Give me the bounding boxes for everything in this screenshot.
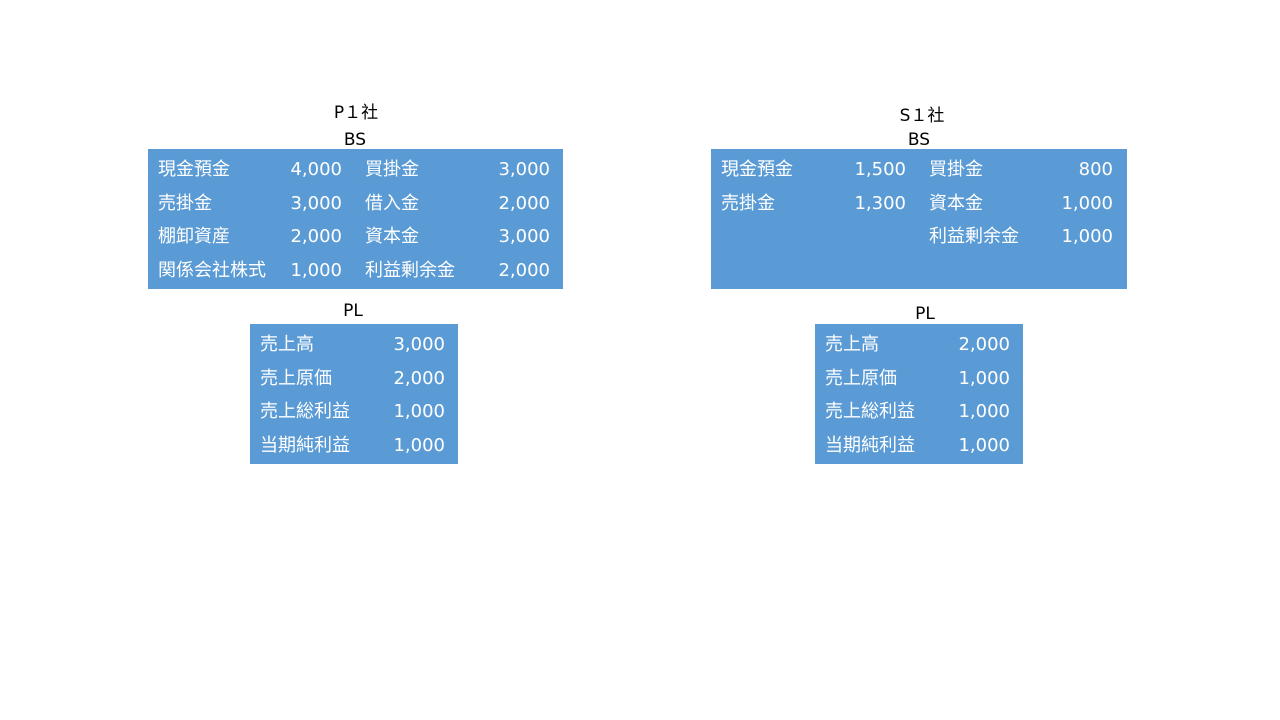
s1-company-title: S１社 bbox=[899, 106, 945, 126]
pl-row: 売上高 2,000 bbox=[815, 328, 1023, 362]
s1-bs-label: BS bbox=[907, 130, 931, 150]
pl-item-name: 売上総利益 bbox=[260, 401, 350, 422]
pl-item-name: 売上総利益 bbox=[825, 401, 915, 422]
bs-row: 関係会社株式 1,000 利益剰余金 2,000 bbox=[148, 254, 563, 288]
pl-item-name: 売上原価 bbox=[260, 368, 332, 389]
bs-credit-value: 1,000 bbox=[1061, 193, 1113, 214]
pl-item-value: 3,000 bbox=[393, 334, 445, 355]
s1-pl-label: PL bbox=[915, 304, 935, 324]
pl-item-value: 2,000 bbox=[958, 334, 1010, 355]
bs-debit-name: 売掛金 bbox=[158, 193, 212, 214]
bs-credit-name: 買掛金 bbox=[365, 159, 419, 180]
pl-item-value: 1,000 bbox=[393, 401, 445, 422]
pl-row: 売上総利益 1,000 bbox=[250, 395, 458, 429]
bs-row: 現金預金 1,500 買掛金 800 bbox=[711, 153, 1127, 187]
bs-credit-value: 1,000 bbox=[1061, 226, 1113, 247]
bs-row: 売掛金 1,300 資本金 1,000 bbox=[711, 187, 1127, 221]
pl-item-value: 1,000 bbox=[958, 435, 1010, 456]
pl-row: 売上原価 1,000 bbox=[815, 362, 1023, 396]
pl-item-value: 2,000 bbox=[393, 368, 445, 389]
bs-debit-name: 棚卸資産 bbox=[158, 226, 230, 247]
pl-item-value: 1,000 bbox=[393, 435, 445, 456]
bs-credit-name: 買掛金 bbox=[929, 159, 983, 180]
bs-debit-name: 現金預金 bbox=[158, 159, 230, 180]
bs-debit-name: 関係会社株式 bbox=[158, 260, 266, 281]
pl-item-value: 1,000 bbox=[958, 401, 1010, 422]
bs-credit-name: 利益剰余金 bbox=[365, 260, 455, 281]
bs-row: 売掛金 3,000 借入金 2,000 bbox=[148, 187, 563, 221]
pl-row: 売上原価 2,000 bbox=[250, 362, 458, 396]
bs-credit-name: 資本金 bbox=[365, 226, 419, 247]
bs-debit-name: 売掛金 bbox=[721, 193, 775, 214]
bs-credit-name: 利益剰余金 bbox=[929, 226, 1019, 247]
bs-debit-value: 1,500 bbox=[854, 159, 906, 180]
pl-row: 当期純利益 1,000 bbox=[815, 429, 1023, 463]
pl-row: 当期純利益 1,000 bbox=[250, 429, 458, 463]
p1-balance-sheet: 現金預金 4,000 買掛金 3,000 売掛金 3,000 借入金 2,000… bbox=[148, 149, 563, 289]
bs-credit-value: 800 bbox=[1078, 159, 1113, 180]
pl-item-name: 売上高 bbox=[825, 334, 879, 355]
pl-item-value: 1,000 bbox=[958, 368, 1010, 389]
bs-credit-name: 資本金 bbox=[929, 193, 983, 214]
p1-income-statement: 売上高 3,000 売上原価 2,000 売上総利益 1,000 当期純利益 1… bbox=[250, 324, 458, 464]
bs-debit-value: 3,000 bbox=[290, 193, 342, 214]
pl-item-name: 売上原価 bbox=[825, 368, 897, 389]
bs-row: 現金預金 4,000 買掛金 3,000 bbox=[148, 153, 563, 187]
p1-bs-label: BS bbox=[343, 130, 367, 150]
bs-row: 棚卸資産 2,000 資本金 3,000 bbox=[148, 220, 563, 254]
pl-row: 売上高 3,000 bbox=[250, 328, 458, 362]
s1-balance-sheet: 現金預金 1,500 買掛金 800 売掛金 1,300 資本金 1,000 利… bbox=[711, 149, 1127, 289]
bs-credit-value: 2,000 bbox=[498, 193, 550, 214]
bs-credit-name: 借入金 bbox=[365, 193, 419, 214]
pl-item-name: 売上高 bbox=[260, 334, 314, 355]
bs-debit-value: 1,000 bbox=[290, 260, 342, 281]
pl-row: 売上総利益 1,000 bbox=[815, 395, 1023, 429]
bs-credit-value: 3,000 bbox=[498, 159, 550, 180]
pl-item-name: 当期純利益 bbox=[260, 435, 350, 456]
bs-debit-name: 現金預金 bbox=[721, 159, 793, 180]
bs-credit-value: 3,000 bbox=[498, 226, 550, 247]
bs-debit-value: 2,000 bbox=[290, 226, 342, 247]
pl-item-name: 当期純利益 bbox=[825, 435, 915, 456]
bs-credit-value: 2,000 bbox=[498, 260, 550, 281]
bs-debit-value: 1,300 bbox=[854, 193, 906, 214]
s1-income-statement: 売上高 2,000 売上原価 1,000 売上総利益 1,000 当期純利益 1… bbox=[815, 324, 1023, 464]
bs-row: 利益剰余金 1,000 bbox=[711, 220, 1127, 254]
bs-debit-value: 4,000 bbox=[290, 159, 342, 180]
p1-company-title: P１社 bbox=[333, 103, 379, 123]
p1-pl-label: PL bbox=[343, 301, 363, 321]
